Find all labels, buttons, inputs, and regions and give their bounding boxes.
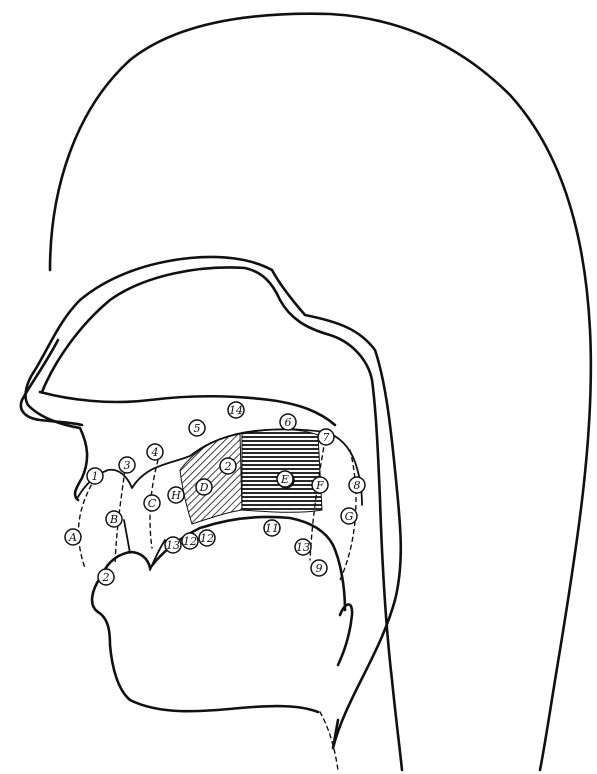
label-text: H [170, 489, 181, 502]
label-text: E [280, 473, 289, 486]
label-1: 1 [87, 468, 103, 484]
label-D: D [196, 479, 212, 495]
label-text: 4 [151, 446, 159, 459]
label-text: A [68, 531, 77, 544]
label-text: F [315, 479, 324, 492]
label-3: 3 [119, 457, 135, 473]
label-12: 12 [182, 533, 198, 549]
label-text: C [148, 497, 157, 510]
label-text: 5 [194, 422, 201, 435]
label-text: 12 [183, 535, 197, 548]
label-12b: 12 [199, 530, 215, 546]
label-text: 8 [354, 479, 361, 492]
label-11: 11 [264, 520, 280, 536]
label-text: 1 [92, 470, 99, 483]
label-text: 9 [316, 562, 323, 575]
label-text: D [199, 481, 209, 494]
label-text: 13 [166, 539, 180, 552]
label-text: 12 [200, 532, 214, 545]
label-F: F [312, 477, 328, 493]
label-C: C [144, 495, 160, 511]
lower-lip-jaw [92, 578, 318, 712]
label-E: E [277, 471, 293, 487]
label-13b: 13 [165, 537, 181, 553]
label-A: A [65, 529, 81, 545]
label-text: 2 [224, 460, 232, 473]
label-14: 14 [228, 402, 244, 418]
epiglottis [338, 604, 352, 665]
label-text: 6 [285, 416, 292, 429]
label-2: 2 [220, 458, 236, 474]
label-text: 3 [124, 459, 131, 472]
label-text: G [345, 510, 354, 523]
label-text: 11 [265, 522, 279, 535]
label-7: 7 [318, 429, 334, 445]
label-B: B [106, 511, 122, 527]
label-2b: 2 [98, 569, 114, 585]
label-text: 7 [323, 431, 330, 444]
label-13: 13 [295, 539, 311, 555]
label-text: 14 [229, 404, 243, 417]
hatched-region-diagonal [180, 434, 242, 524]
cranium-outline [50, 14, 591, 770]
label-5: 5 [189, 420, 205, 436]
label-8: 8 [349, 477, 365, 493]
label-6: 6 [280, 414, 296, 430]
tongue [100, 517, 345, 610]
label-text: 2 [102, 571, 110, 584]
label-text: B [109, 513, 118, 526]
label-G: G [341, 508, 357, 524]
label-9: 9 [311, 560, 327, 576]
label-text: 13 [296, 541, 310, 554]
label-4: 4 [147, 444, 163, 460]
nose-outline [21, 340, 82, 425]
lower-teeth [124, 520, 165, 570]
label-H: H [168, 487, 184, 503]
